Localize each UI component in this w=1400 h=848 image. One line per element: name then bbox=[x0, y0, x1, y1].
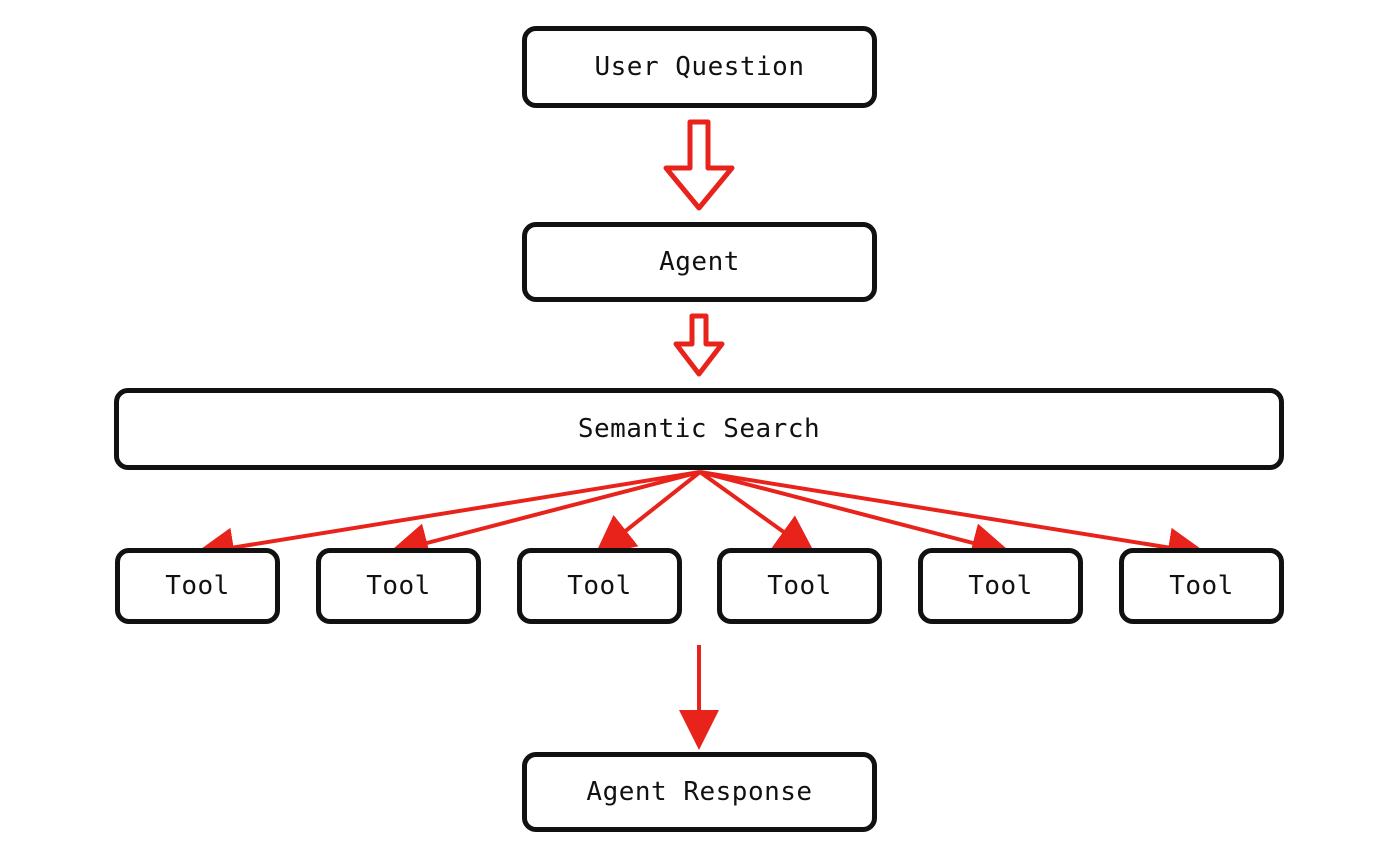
arrow-search-to-tool-5 bbox=[699, 470, 1012, 563]
semantic-search-box: Semantic Search bbox=[114, 388, 1284, 470]
agent-response-box: Agent Response bbox=[522, 752, 877, 832]
tool-box-6: Tool bbox=[1119, 548, 1284, 624]
agent-response-label: Agent Response bbox=[586, 777, 813, 807]
tool-label-5: Tool bbox=[968, 571, 1033, 601]
arrow-question-to-agent bbox=[663, 119, 735, 211]
arrow-search-to-tool-6 bbox=[699, 470, 1208, 568]
agent-box: Agent bbox=[522, 222, 877, 302]
semantic-search-label: Semantic Search bbox=[577, 414, 821, 444]
tool-box-3: Tool bbox=[517, 548, 682, 624]
tool-box-4: Tool bbox=[717, 548, 882, 624]
arrow-search-to-tool-3 bbox=[594, 470, 702, 556]
agent-label: Agent bbox=[659, 247, 740, 277]
tool-label-2: Tool bbox=[366, 571, 431, 601]
arrow-search-to-tool-2 bbox=[388, 470, 701, 563]
tool-box-2: Tool bbox=[316, 548, 481, 624]
user-question-label: User Question bbox=[594, 52, 805, 82]
tool-label-4: Tool bbox=[767, 571, 832, 601]
arrow-search-to-tool-1 bbox=[194, 470, 701, 568]
tool-label-3: Tool bbox=[567, 571, 632, 601]
tool-box-1: Tool bbox=[115, 548, 280, 624]
arrow-search-to-tool-4 bbox=[698, 470, 816, 555]
tool-label-1: Tool bbox=[165, 571, 230, 601]
tool-box-5: Tool bbox=[918, 548, 1083, 624]
arrow-agent-to-search bbox=[673, 313, 725, 377]
tool-label-6: Tool bbox=[1169, 571, 1234, 601]
user-question-box: User Question bbox=[522, 26, 877, 108]
